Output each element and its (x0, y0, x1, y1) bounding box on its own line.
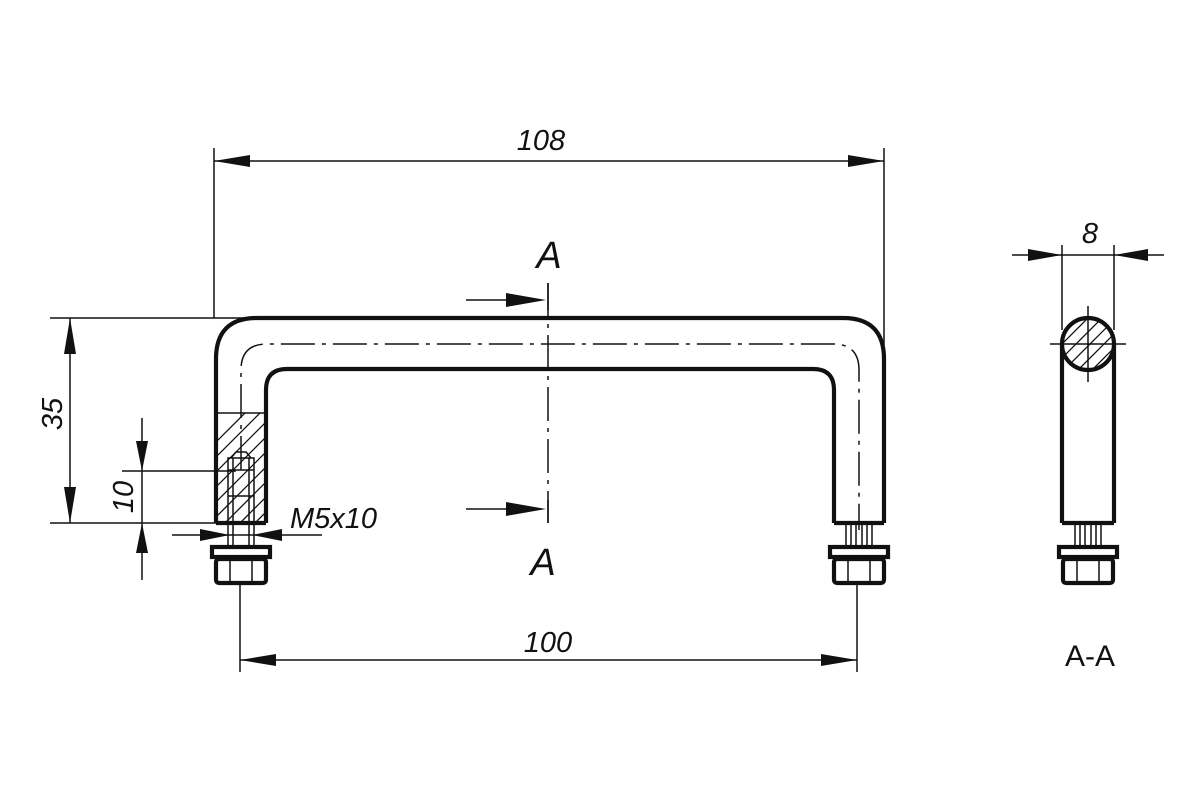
dimension-overall-width: 108 (213, 125, 885, 345)
dimension-height: 35 (37, 317, 250, 524)
section-view-title: A-A (1065, 640, 1115, 673)
section-line-a: A A (466, 235, 562, 584)
pitch-label: 100 (524, 627, 572, 659)
handle-centerline (240, 343, 860, 530)
left-washer (209, 544, 273, 560)
dimension-thread-depth: 10 (108, 418, 236, 580)
diameter-label: 8 (1082, 218, 1098, 250)
right-washer (827, 544, 891, 560)
overall-width-label: 108 (517, 125, 565, 157)
section-hex-head (1060, 556, 1116, 586)
section-marker-top: A (534, 235, 561, 277)
section-marker-bottom: A (528, 542, 555, 584)
thread-depth-label: 10 (108, 481, 140, 513)
handle-outer-contour (213, 315, 887, 523)
dimension-pitch: 100 (239, 584, 858, 672)
thread-label: M5x10 (290, 503, 377, 535)
left-screw (209, 451, 273, 586)
left-hex-head (213, 556, 269, 586)
section-washer (1056, 544, 1120, 560)
right-screw (827, 522, 891, 586)
handle-inner-contour (263, 366, 837, 523)
dimension-thread: M5x10 (172, 503, 377, 541)
section-view-a-a: 8 A-A (1012, 218, 1164, 673)
handle-front-view (213, 315, 887, 530)
height-label: 35 (37, 397, 69, 430)
right-hex-head (831, 556, 887, 586)
